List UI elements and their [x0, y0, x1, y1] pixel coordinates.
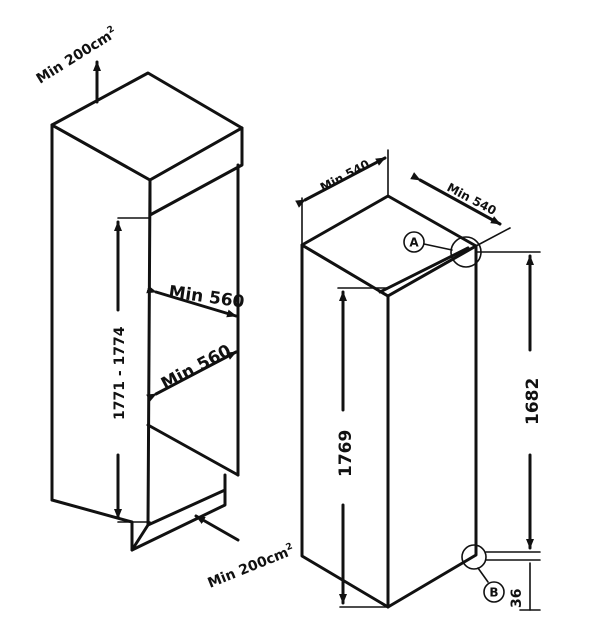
marker-a-leader: [423, 243, 453, 251]
depth-label: Min 540: [318, 157, 372, 195]
cavity-width-middle-arrow: [146, 350, 238, 402]
appliance-front: [300, 243, 390, 609]
marker-b-label: B: [489, 586, 498, 600]
marker-a-badge: [403, 231, 425, 253]
appliance: [300, 194, 478, 609]
vent-bottom-arrow: [194, 514, 240, 542]
appliance-top-hinge-line: [378, 246, 470, 294]
cabinet-plinth: [146, 473, 227, 527]
appliance-height-label: 1769: [336, 430, 356, 477]
width-arrow: [410, 172, 502, 226]
door-height-label: 1682: [523, 378, 543, 425]
vent-bottom-label: Min 200cm2: [205, 542, 297, 592]
appliance-side: [386, 244, 478, 609]
vent-top-label: Min 200cm2: [33, 24, 120, 87]
plinth-gap-label: 36: [509, 589, 525, 608]
width-ext-right: [475, 227, 511, 247]
cabinet-top-block-front: [148, 126, 244, 217]
cavity-width-middle-label: Min 560: [158, 341, 235, 395]
cavity-width-top-arrow: [146, 285, 238, 318]
depth-arrow: [295, 156, 387, 208]
marker-b-leader: [477, 567, 489, 583]
cabinet-housing: [50, 71, 244, 552]
cabinet-shelf-line: [146, 423, 240, 477]
cabinet-plinth-front: [130, 488, 227, 552]
marker-b-circle: [461, 544, 487, 570]
cabinet-front-panel: [50, 123, 152, 552]
marker-b-badge: [483, 581, 505, 603]
cavity-height-label: 1771 - 1774: [112, 326, 128, 420]
marker-a-label: A: [409, 236, 419, 250]
